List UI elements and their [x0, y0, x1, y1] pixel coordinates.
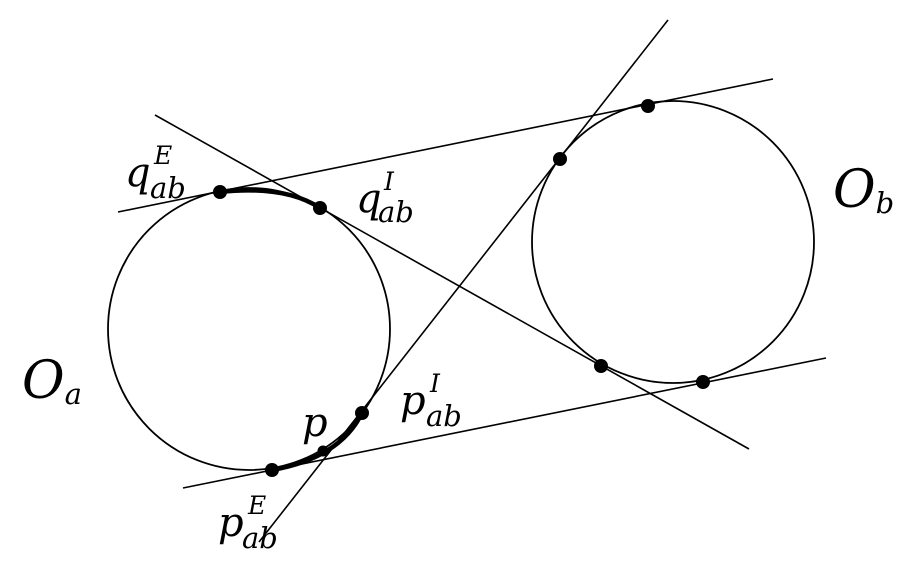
point-p-ext: [265, 463, 279, 477]
label-q-ext: q: [125, 150, 151, 196]
lower-bold-arc: [269, 410, 365, 473]
circle-a: [107, 187, 391, 471]
internal-tangent-descending: [154, 114, 750, 450]
point-b-lower-int: [594, 359, 608, 373]
upper-bold-arc: [217, 188, 323, 211]
label-q-ext-sup: E: [153, 141, 172, 170]
label-q-int-sup: I: [383, 167, 395, 196]
point-q-int: [313, 201, 327, 215]
point-p-int: [355, 406, 369, 420]
point-q-ext: [213, 185, 227, 199]
label-circle-a: Oa: [22, 351, 82, 411]
point-p: [317, 445, 329, 457]
label-q-ext-sub: ab: [150, 171, 186, 205]
label-p-int: p: [400, 378, 426, 424]
label-p-ext: p: [218, 500, 244, 546]
point-b-upper-int: [553, 152, 567, 166]
internal-tangent-ascending: [258, 19, 669, 543]
label-p-ext-sup: E: [247, 491, 266, 520]
circle-b: [531, 100, 815, 384]
label-p-int-sub: ab: [426, 399, 462, 433]
label-p-ext-sub: ab: [242, 521, 278, 555]
point-b-lower-ext: [696, 375, 710, 389]
label-q-int: q: [356, 176, 382, 222]
label-q-int-sub: ab: [378, 195, 414, 229]
label-circle-b: Ob: [833, 160, 894, 220]
point-b-upper-ext: [641, 99, 655, 113]
label-p: p: [302, 400, 328, 446]
label-p-int-sup: I: [429, 369, 441, 398]
